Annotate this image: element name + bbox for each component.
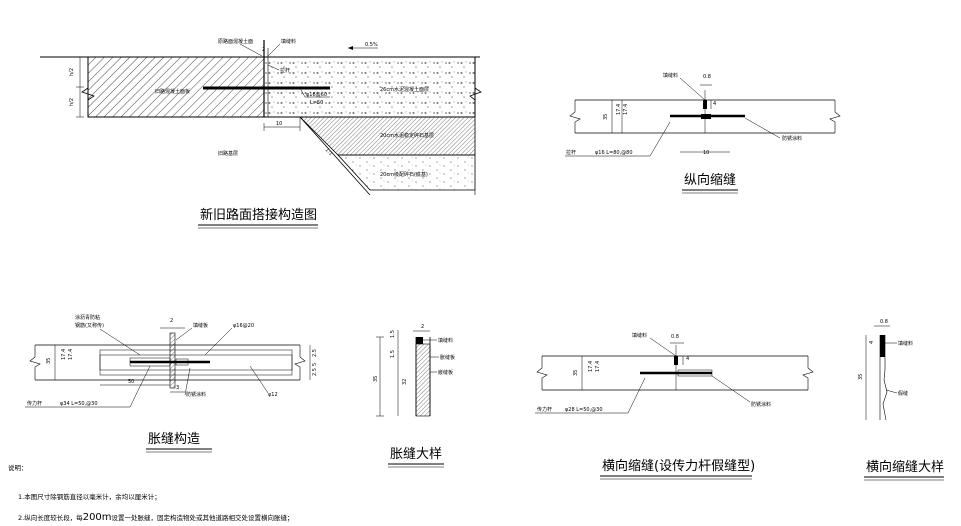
transd-d4: 4 — [869, 341, 875, 344]
exp-d17a: 17.4 — [61, 349, 67, 360]
exp-d25b: 2.5 — [312, 368, 318, 376]
note-2-c: 设置一处胀缝，固定构造物处或其他道路相交处设置横向胀缝； — [111, 514, 294, 522]
exp-d12: φ12 — [268, 392, 278, 398]
trans-sealant: 填缝料 — [632, 332, 647, 339]
label-sealant: 填缝料 — [281, 38, 296, 45]
transd-d08: 0.8 — [880, 319, 888, 325]
label-base2: 20cm级配碎石(底基) — [380, 171, 428, 178]
transd-l1: 填缝料 — [898, 340, 913, 347]
trans-d4: 4 — [686, 356, 689, 362]
exp-cap: 防锈涂料 — [186, 391, 206, 398]
label-bar: φ16@60 — [306, 92, 327, 98]
trans-rebar: 传力杆 — [537, 406, 552, 413]
expd-l3: 嵌缝板 — [438, 369, 453, 376]
long-rebar-spec: φ16 L=80,@80 — [595, 150, 633, 156]
long-d08: 0.8 — [703, 74, 711, 80]
title-longitudinal: 纵向缩缝 — [684, 172, 736, 188]
trans-d17b: 17.4 — [595, 361, 601, 372]
exp-rebar-spec: φ34 L=50,@30 — [60, 401, 98, 407]
trans-d17a: 17.4 — [588, 361, 594, 372]
title-transverse: 横向缩缝(设传力杆假缝型) — [602, 458, 755, 474]
long-d17b: 17.4 — [623, 104, 629, 115]
expd-d32: 32 — [402, 379, 408, 385]
trans-rebar-spec: φ28 L=50,@30 — [565, 407, 603, 413]
expd-l1: 填缝料 — [438, 337, 453, 344]
dim-10: 10 — [276, 121, 282, 127]
exp-d35: 35 — [46, 358, 52, 364]
exp-top1: 涂沥青防粘 — [75, 314, 100, 321]
dim-h2-a: h/2 — [69, 68, 75, 76]
transverse-detail: 35 0.8 4 填缝料 假缝 横向缩缝大样 — [858, 319, 944, 481]
label-bar-len: L=50 — [310, 100, 323, 106]
exp-bar: φ16@20 — [233, 323, 254, 329]
exp-d50: 50 — [128, 379, 134, 385]
transverse-joint: 35 17.4 17.4 填缝料 0.8 4 传力杆 φ28 L=50,@30 … — [535, 332, 814, 480]
expd-d35: 35 — [373, 376, 379, 382]
expansion-joint: 涂沥青防粘 钢筋(又称传) 2 填缝板 φ16@20 35 17.4 17.4 … — [25, 314, 318, 453]
label-old-base: 旧路基层 — [218, 150, 238, 157]
note-2-b: 200m — [82, 512, 112, 523]
exp-d2: 2 — [170, 318, 173, 324]
notes-title: 说明： — [8, 464, 28, 472]
label-top-2: 2 — [262, 47, 265, 53]
joint-diagram: h/2 h/2 原路面混凝土面 填缝料 2 拉杆 0.5% 旧路混凝土面板 26… — [40, 38, 482, 229]
note-2-a: 2.纵向长度较长段，每 — [18, 514, 83, 522]
label-base1: 20cm水泥稳定碎石基层 — [380, 132, 434, 139]
title-expansion-detail: 胀缝大样 — [390, 447, 442, 462]
longitudinal-joint: 35 17.4 17.4 填缝料 0.8 4 拉杆 φ16 L=80,@80 防… — [565, 72, 841, 194]
long-d35: 35 — [603, 114, 609, 120]
trans-seal: 防锈涂料 — [751, 401, 771, 408]
long-seal: 防锈涂料 — [782, 135, 802, 142]
trans-d35: 35 — [573, 370, 579, 376]
label-old-slab: 旧路混凝土面板 — [155, 88, 190, 95]
exp-d17b: 17.4 — [68, 349, 74, 360]
expansion-detail: 35 1.5 1.5 32 2 填缝料 胀缝板 嵌缝板 胀缝大样 — [373, 324, 455, 468]
trans-d08: 0.8 — [671, 334, 679, 340]
exp-d5: 5 — [312, 363, 318, 366]
long-sealant: 填缝料 — [663, 72, 678, 79]
long-d17a: 17.4 — [616, 104, 622, 115]
note-1: 1.本图尺寸除钢筋直径以毫米计，余均以厘米计； — [18, 493, 161, 501]
label-slope-ratio: 1:1 — [324, 147, 334, 157]
long-d10: 10 — [703, 150, 709, 156]
exp-top2: 钢筋(又称传) — [75, 322, 104, 329]
title-joint: 新旧路面搭接构造图 — [200, 207, 317, 223]
long-d4: 4 — [713, 101, 716, 107]
transd-l2: 假缝 — [898, 390, 908, 397]
expd-d2: 2 — [421, 324, 424, 330]
label-new-old: 原路面混凝土面 — [218, 38, 253, 45]
expd-d15a: 1.5 — [390, 330, 396, 338]
exp-rebar: 传力杆 — [27, 400, 42, 407]
label-slope: 0.5% — [365, 42, 378, 48]
exp-d25a: 2.5 — [312, 349, 318, 357]
expd-l2: 胀缝板 — [440, 354, 455, 361]
exp-d3: 3 — [176, 385, 179, 391]
label-tie: 拉杆 — [280, 67, 290, 74]
expd-d15b: 1.5 — [390, 350, 396, 358]
long-rebar-label: 拉杆 — [566, 149, 576, 156]
label-new-slab: 26cm水泥混凝土面层 — [380, 86, 429, 93]
transd-d35: 35 — [858, 374, 864, 380]
note-2: 2.纵向长度较长段，每200m设置一处胀缝，固定构造物处或其他道路相交处设置横向… — [18, 512, 294, 523]
title-expansion: 胀缝构造 — [148, 432, 200, 447]
title-transverse-detail: 横向缩缝大样 — [866, 459, 944, 475]
dim-h2-b: h/2 — [69, 98, 75, 106]
exp-sealant: 填缝板 — [193, 322, 208, 329]
